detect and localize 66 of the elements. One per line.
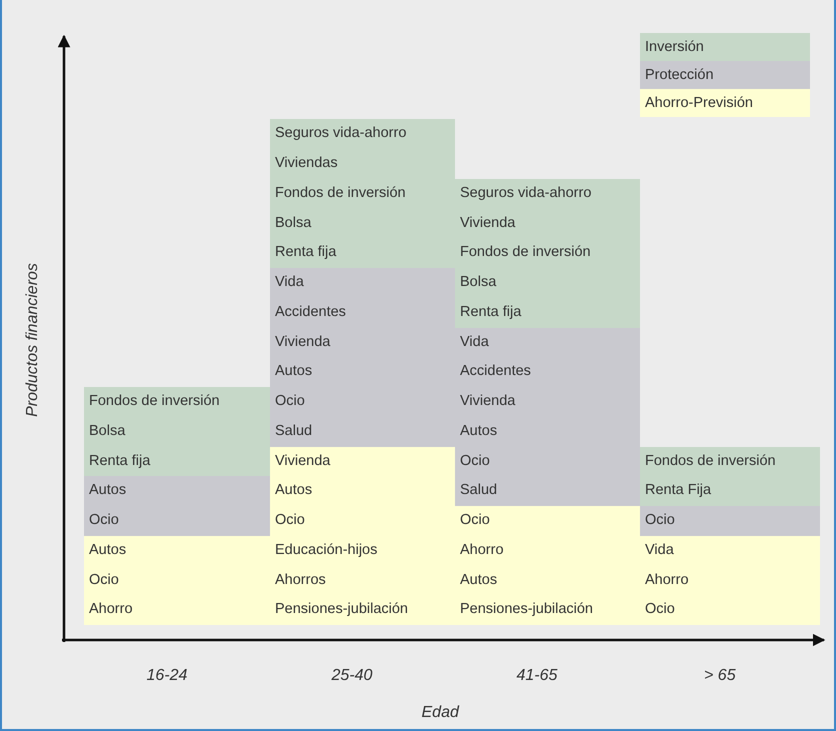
product-text: Ocio bbox=[275, 392, 305, 411]
product-text: Vivienda bbox=[460, 214, 516, 232]
product-text: Bolsa bbox=[460, 273, 496, 292]
product-text: Ocio bbox=[460, 452, 490, 470]
product-text: Autos bbox=[89, 481, 126, 500]
product-text: Ocio bbox=[275, 511, 305, 530]
product-text: Ocio bbox=[460, 511, 490, 530]
legend-text: Ahorro-Previsión bbox=[645, 94, 753, 113]
product-text: Salud bbox=[275, 422, 312, 441]
product-text: Educación-hijos bbox=[275, 540, 378, 560]
product-text: Viviendas bbox=[275, 154, 338, 173]
category-band bbox=[84, 387, 270, 476]
category-band bbox=[270, 119, 455, 268]
product-text: Renta fija bbox=[460, 302, 522, 322]
category-band bbox=[640, 446, 820, 506]
product-text: Autos bbox=[89, 540, 126, 560]
product-text: Pensiones-jubilación bbox=[460, 600, 593, 620]
product-text: Vida bbox=[275, 273, 304, 292]
product-text: Ahorro bbox=[460, 540, 504, 560]
category-band bbox=[270, 268, 455, 446]
product-text: Fondos de inversión bbox=[645, 452, 776, 470]
product-text: Ahorro bbox=[645, 570, 689, 590]
product-text: Fondos de inversión bbox=[89, 392, 220, 411]
category-band bbox=[270, 446, 455, 625]
category-band bbox=[640, 536, 820, 625]
product-text: Vida bbox=[645, 540, 674, 560]
product-text: Fondos de inversión bbox=[460, 243, 591, 262]
category-band bbox=[455, 328, 640, 506]
product-text: Accidentes bbox=[460, 362, 531, 382]
product-text: Fondos de inversión bbox=[275, 184, 406, 203]
legend-text: Inversión bbox=[645, 38, 704, 57]
product-text: Vida bbox=[460, 332, 489, 352]
product-text: Ahorro bbox=[89, 600, 133, 620]
product-text: Autos bbox=[460, 422, 498, 441]
product-text: Bolsa bbox=[89, 422, 126, 441]
product-text: Salud bbox=[460, 481, 498, 500]
y-axis-title: Productos financieros bbox=[24, 263, 42, 417]
category-band bbox=[84, 536, 270, 625]
product-text: Accidentes bbox=[275, 302, 346, 322]
product-text: Ocio bbox=[89, 511, 119, 530]
category-band bbox=[640, 506, 820, 536]
category-band bbox=[455, 178, 640, 328]
product-text: Renta Fija bbox=[645, 481, 712, 500]
product-text: Autos bbox=[460, 570, 498, 590]
product-text: Seguros vida-ahorro bbox=[460, 184, 592, 203]
age-tick-label: > 65 bbox=[704, 667, 736, 685]
age-tick-label: 41-65 bbox=[516, 667, 558, 685]
age-tick-label: 16-24 bbox=[146, 667, 188, 685]
product-text: Ocio bbox=[89, 570, 119, 590]
product-text: Bolsa bbox=[275, 214, 312, 232]
x-axis-title: Edad bbox=[422, 704, 459, 722]
product-text: Autos bbox=[275, 481, 312, 500]
product-text: Ocio bbox=[645, 511, 675, 530]
product-text: Renta fija bbox=[275, 243, 336, 262]
product-text: Vivienda bbox=[460, 392, 516, 411]
product-text: Pensiones-jubilación bbox=[275, 600, 408, 620]
product-text: Seguros vida-ahorro bbox=[275, 124, 406, 144]
product-text: Renta fija bbox=[89, 452, 150, 470]
product-text: Autos bbox=[275, 362, 312, 382]
legend-text: Protección bbox=[645, 66, 714, 85]
product-text: Vivienda bbox=[275, 332, 330, 352]
age-tick-label: 25-40 bbox=[332, 667, 372, 685]
product-text: Vivienda bbox=[275, 452, 330, 470]
category-band bbox=[84, 476, 270, 536]
product-text: Ocio bbox=[645, 600, 675, 620]
product-text: Ahorros bbox=[275, 570, 326, 590]
